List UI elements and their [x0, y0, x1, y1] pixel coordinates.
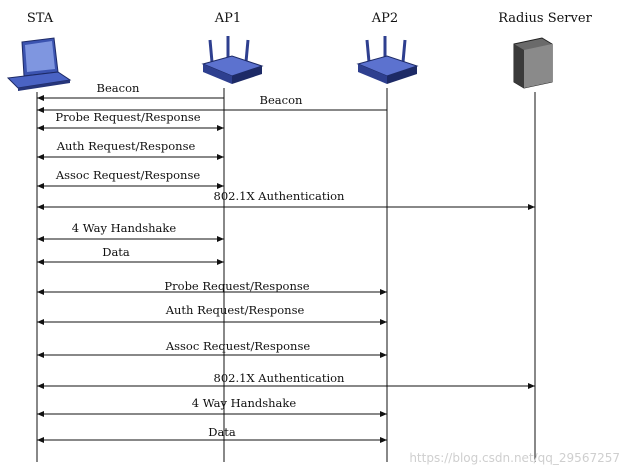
- entity-label-ap1: AP1: [214, 11, 241, 26]
- message-label: 802.1X Authentication: [214, 189, 346, 203]
- entity-label-radius: Radius Server: [498, 11, 592, 26]
- message-label: Beacon: [260, 93, 303, 107]
- message-label: Probe Request/Response: [164, 279, 309, 293]
- entity-label-ap2: AP2: [371, 11, 398, 26]
- server-tower-icon: [513, 37, 553, 89]
- message-label: Auth Request/Response: [165, 303, 305, 317]
- message-label: Beacon: [97, 81, 140, 95]
- message-label: Assoc Request/Response: [55, 168, 201, 182]
- message-label: 4 Way Handshake: [72, 221, 177, 235]
- message-label: Assoc Request/Response: [165, 339, 311, 353]
- message-label: 4 Way Handshake: [192, 396, 297, 410]
- laptop-icon: [6, 37, 72, 91]
- message-label: Probe Request/Response: [55, 110, 200, 124]
- watermark-text: https://blog.csdn.net/qq_29567257: [409, 451, 620, 465]
- access-point-icon: [356, 36, 419, 84]
- message-label: Data: [208, 425, 236, 439]
- entity-label-sta: STA: [27, 11, 54, 26]
- access-point-icon: [201, 36, 264, 84]
- message-label: Data: [102, 245, 130, 259]
- message-label: 802.1X Authentication: [214, 371, 346, 385]
- message-label: Auth Request/Response: [56, 139, 196, 153]
